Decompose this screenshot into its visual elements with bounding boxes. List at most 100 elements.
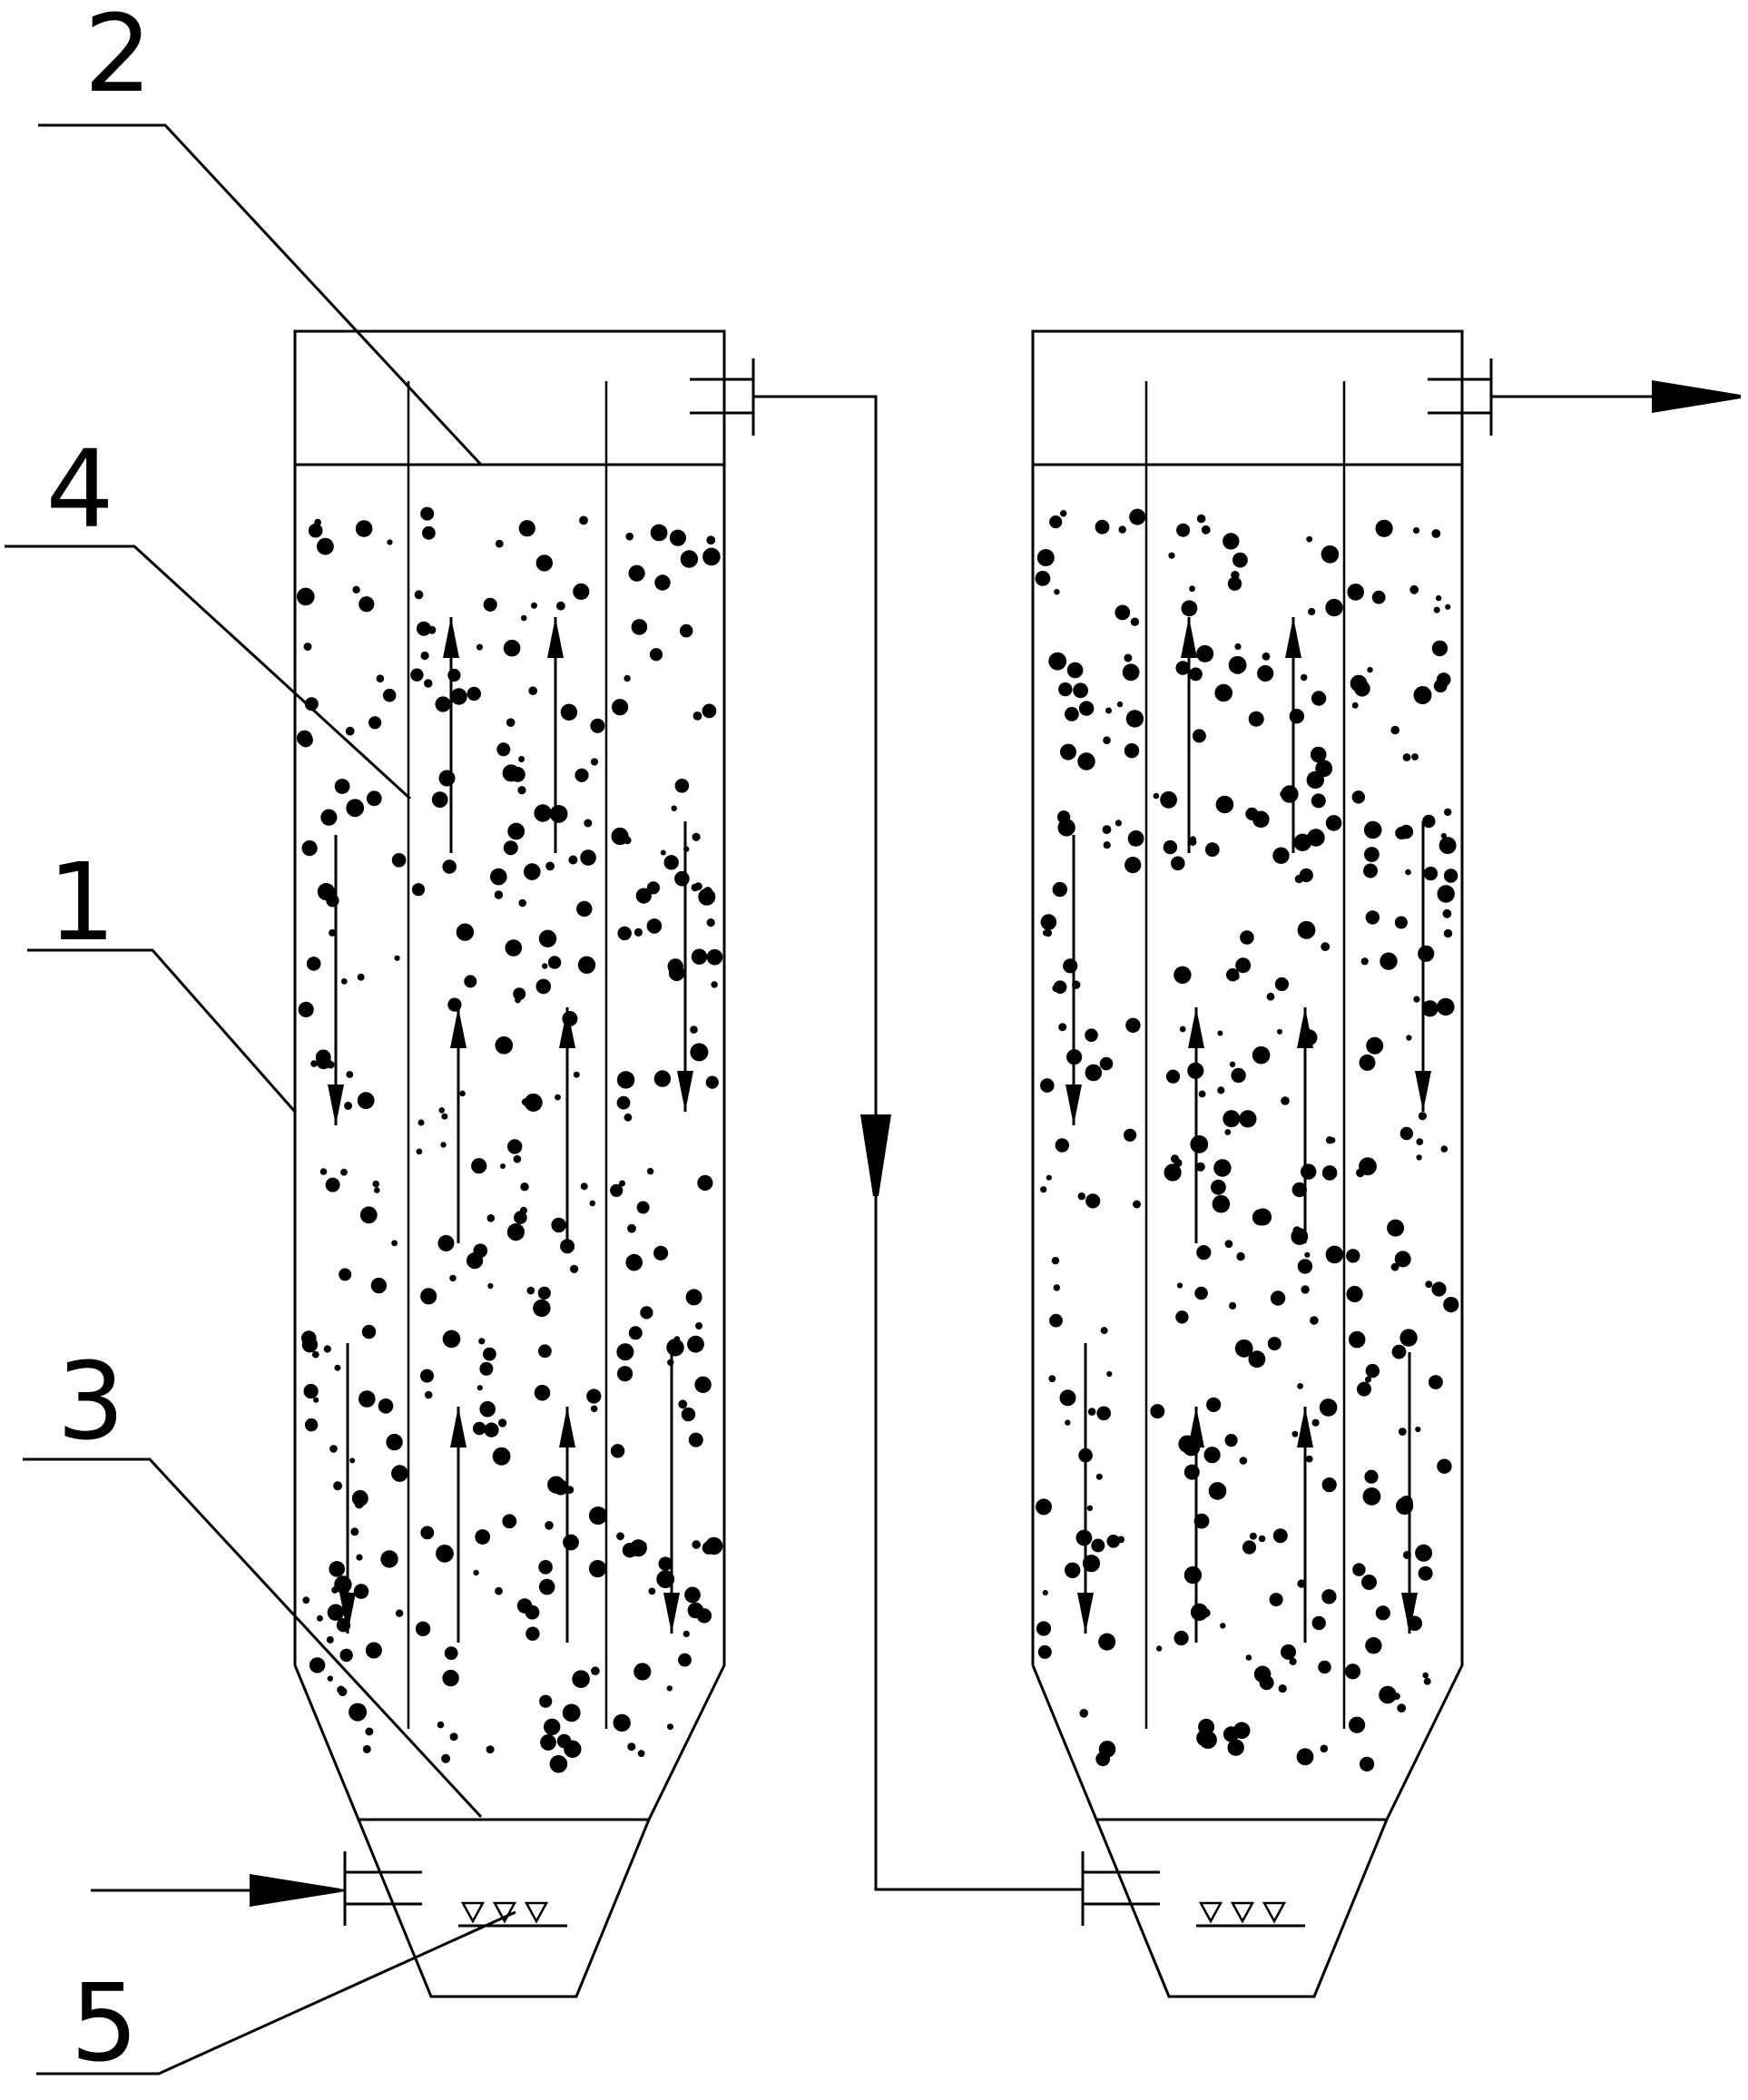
- particle-right: [1231, 571, 1240, 580]
- particle-left: [391, 1465, 408, 1482]
- particle-right: [1229, 1061, 1236, 1068]
- particle-left: [449, 1732, 458, 1742]
- particle-right: [1175, 661, 1191, 675]
- particle-right: [1198, 1090, 1206, 1098]
- particle-right: [1329, 1137, 1336, 1143]
- particle-left: [648, 1587, 656, 1595]
- particle-left: [538, 929, 557, 948]
- particle-right: [1189, 836, 1197, 843]
- particle-right: [1409, 584, 1419, 594]
- particle-left: [590, 718, 605, 733]
- callout-label-1: 1: [47, 839, 115, 965]
- particle-right: [1418, 1565, 1433, 1581]
- particle-right: [1040, 914, 1057, 930]
- particle-right: [1048, 1375, 1056, 1383]
- particle-left: [564, 1740, 582, 1759]
- particle-left: [483, 597, 497, 612]
- particle-right: [1326, 546, 1332, 554]
- particle-right: [1087, 1408, 1096, 1416]
- particle-right: [1124, 743, 1140, 759]
- particle-left: [507, 1139, 523, 1154]
- particle-left: [503, 840, 518, 856]
- particle-right: [1351, 790, 1365, 804]
- particle-left: [416, 1148, 423, 1155]
- particle-left: [685, 1289, 702, 1306]
- leader-2: [38, 123, 483, 466]
- particle-left: [303, 643, 312, 652]
- particle-left: [394, 955, 400, 961]
- particle-left: [329, 1445, 338, 1453]
- flow-arrow-up-left-5-head: [450, 1407, 466, 1447]
- particle-left: [431, 791, 448, 808]
- particle-left: [495, 1036, 514, 1055]
- particle-right: [1359, 1157, 1377, 1176]
- particle-right: [1228, 655, 1247, 674]
- particle-left: [622, 1543, 638, 1558]
- particle-left: [649, 648, 663, 662]
- particle-left: [497, 1418, 507, 1428]
- particle-right: [1304, 1251, 1311, 1258]
- particle-right: [1272, 1528, 1288, 1544]
- particle-right: [1203, 1447, 1221, 1464]
- particle-left: [518, 756, 525, 762]
- particle-left: [358, 596, 375, 613]
- particle-right: [1051, 1256, 1060, 1265]
- particle-left: [538, 1578, 555, 1595]
- particle-left: [471, 1158, 487, 1174]
- particle-left: [442, 859, 457, 874]
- particle-right: [1085, 1193, 1101, 1209]
- particle-right: [1270, 1290, 1286, 1306]
- particle-right: [1321, 942, 1331, 952]
- particle-left: [436, 1545, 454, 1563]
- particle-left: [479, 1400, 496, 1418]
- particle-left: [503, 639, 521, 657]
- particle-left: [640, 1306, 653, 1320]
- particle-right: [1226, 968, 1240, 982]
- particle-right: [1196, 644, 1214, 662]
- particle-left: [573, 583, 590, 601]
- particle-right: [1160, 790, 1177, 809]
- particle-right: [1301, 1285, 1310, 1294]
- particle-right: [1190, 1135, 1209, 1153]
- particle-right: [1211, 1179, 1226, 1195]
- particle-left: [612, 699, 629, 716]
- particle-right: [1301, 1163, 1317, 1180]
- particle-left: [690, 1025, 698, 1034]
- particle-right: [1153, 792, 1160, 800]
- particle-left: [610, 1183, 624, 1197]
- particle-right: [1362, 1487, 1381, 1506]
- particle-right: [1305, 1455, 1313, 1463]
- particle-left: [500, 1163, 506, 1169]
- particle-left: [308, 523, 323, 538]
- particle-left: [706, 948, 723, 966]
- particle-right: [1234, 643, 1242, 651]
- flow-arrow-up-left-3-head: [450, 1007, 466, 1048]
- particle-left: [442, 1669, 459, 1687]
- particle-right: [1352, 1563, 1366, 1576]
- flow-arrow-up-right-4-head: [1297, 1007, 1313, 1048]
- particle-right: [1437, 997, 1455, 1016]
- particle-right: [1422, 814, 1436, 829]
- particle-left: [628, 564, 645, 582]
- particle-right: [1311, 793, 1326, 809]
- particle-left: [345, 726, 355, 736]
- particle-right: [1130, 617, 1140, 626]
- particle-right: [1048, 652, 1067, 671]
- particle-right: [1363, 820, 1382, 839]
- particle-left: [691, 948, 708, 965]
- particle-left: [679, 623, 693, 638]
- particle-left: [678, 1399, 688, 1409]
- particle-right: [1163, 839, 1178, 855]
- particle-right: [1079, 1709, 1088, 1718]
- outlet-nozzle-left: [688, 357, 755, 437]
- particle-left: [681, 1407, 696, 1422]
- particle-left: [506, 1223, 525, 1241]
- particle-right: [1398, 1428, 1407, 1436]
- particle-left: [441, 1753, 451, 1763]
- particle-right: [1321, 545, 1340, 564]
- particle-right: [1164, 1163, 1182, 1182]
- particle-right: [1274, 976, 1289, 992]
- particle-left: [540, 1734, 556, 1751]
- particle-right: [1232, 552, 1248, 568]
